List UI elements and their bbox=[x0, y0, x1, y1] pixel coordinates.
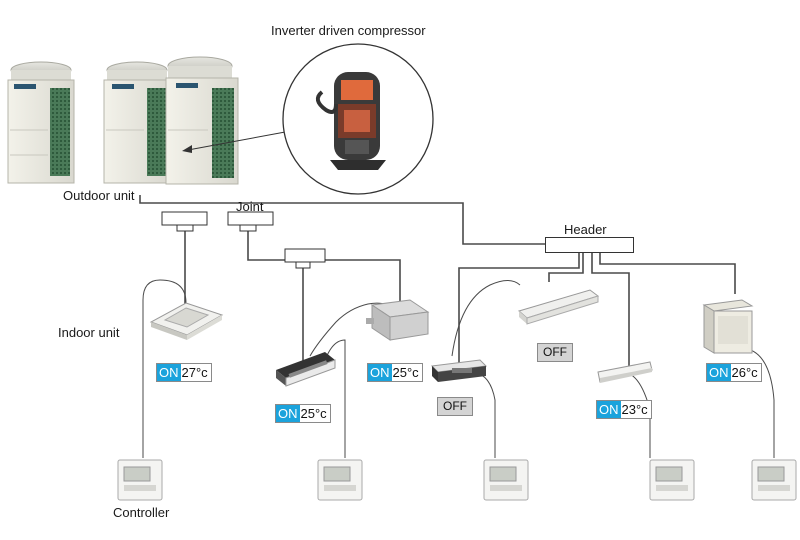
ducted-unit-icon bbox=[276, 352, 336, 387]
status-state: ON bbox=[707, 364, 731, 381]
ducted-unit-icon bbox=[430, 359, 488, 382]
status-badge: ON 25°c bbox=[275, 404, 331, 423]
remote-controller-icon bbox=[317, 459, 363, 501]
compressor-pointer-line bbox=[187, 129, 297, 151]
joint-fitting-2 bbox=[227, 211, 274, 232]
status-temperature: 25°c bbox=[300, 406, 327, 421]
status-state: ON bbox=[157, 364, 181, 381]
indoor-unit-label: Indoor unit bbox=[58, 325, 120, 340]
header-fitting bbox=[545, 237, 634, 253]
joint-label: Joint bbox=[236, 199, 264, 214]
status-badge: ON 25°c bbox=[367, 363, 423, 382]
outdoor-unit-label: Outdoor unit bbox=[63, 188, 135, 203]
ceiling-suspended-unit-icon bbox=[517, 289, 600, 325]
remote-controller-icon bbox=[649, 459, 695, 501]
remote-controller-icon bbox=[117, 459, 163, 501]
joint-fitting-3 bbox=[284, 248, 326, 269]
compressor-icon bbox=[282, 43, 434, 195]
status-badge-off: OFF bbox=[537, 343, 573, 362]
status-badge: ON 27°c bbox=[156, 363, 212, 382]
joint-fitting-1 bbox=[161, 211, 208, 232]
header-label: Header bbox=[564, 222, 607, 237]
remote-controller-icon bbox=[483, 459, 529, 501]
status-state: ON bbox=[597, 401, 621, 418]
status-badge: ON 26°c bbox=[706, 363, 762, 382]
status-temperature: 26°c bbox=[731, 365, 758, 380]
status-temperature: 23°c bbox=[621, 402, 648, 417]
cassette-unit-icon bbox=[149, 302, 224, 340]
status-temperature: 27°c bbox=[181, 365, 208, 380]
status-badge: ON 23°c bbox=[596, 400, 652, 419]
compressor-label: Inverter driven compressor bbox=[271, 23, 426, 38]
status-state: ON bbox=[368, 364, 392, 381]
controller-label: Controller bbox=[113, 505, 170, 520]
wall-mounted-unit-icon bbox=[597, 361, 653, 383]
floor-console-unit-icon bbox=[702, 299, 754, 354]
refrigerant-piping bbox=[139, 195, 736, 368]
status-temperature: 25°c bbox=[392, 365, 419, 380]
status-state: ON bbox=[276, 405, 300, 422]
ducted-unit-icon bbox=[366, 299, 430, 341]
outdoor-unit-icon bbox=[7, 56, 239, 185]
remote-controller-icon bbox=[751, 459, 797, 501]
status-badge-off: OFF bbox=[437, 397, 473, 416]
